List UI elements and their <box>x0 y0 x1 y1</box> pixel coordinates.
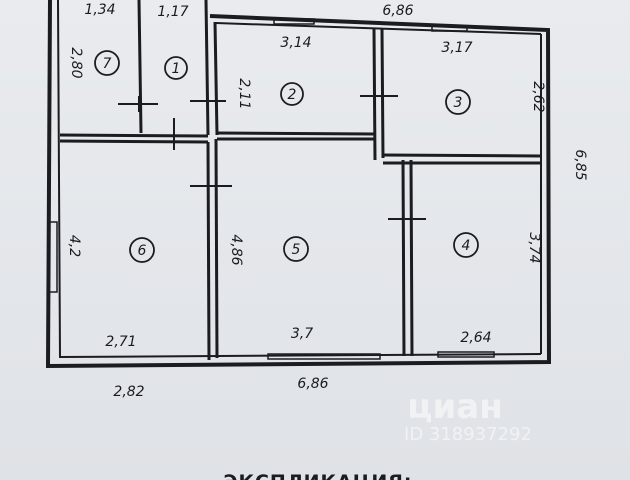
wall-room6-room5-a <box>206 141 211 361</box>
dim-room7-width: 1,34 <box>84 2 115 18</box>
wall-room6-room5-b <box>214 138 219 359</box>
window-room2 <box>273 18 315 25</box>
window-room4 <box>437 351 495 358</box>
wall-room6-top <box>59 139 209 144</box>
dim-room7-height: 2,80 <box>68 47 84 78</box>
dim-room5-width: 3,7 <box>291 326 313 342</box>
wall-room1-room2-left <box>204 0 210 136</box>
window-room6 <box>48 221 58 293</box>
wall-room5-room4-b <box>409 159 414 357</box>
door-marks <box>118 95 426 220</box>
dim-room3-height: 2,62 <box>530 81 546 112</box>
room-7-marker: 7 <box>94 50 120 76</box>
outer-wall-main <box>45 0 552 369</box>
dim-room4-height: 3,74 <box>526 232 542 263</box>
dimension-labels: 6,86 1,34 1,17 3,14 3,17 2,80 2,11 2,62 … <box>66 2 588 400</box>
dim-room6-width: 2,71 <box>105 334 136 350</box>
dim-room1-width: 1,17 <box>157 4 188 20</box>
room-3-label: 3 <box>454 95 463 111</box>
wall-room1-room2-right <box>213 21 219 136</box>
dim-room2-height: 2,11 <box>236 78 252 109</box>
wall-room2-room3-b <box>380 28 385 159</box>
room-1-marker: 1 <box>164 56 188 80</box>
interior-walls <box>59 0 542 361</box>
room-2-marker: 2 <box>280 82 304 106</box>
room-3-marker: 3 <box>445 89 471 115</box>
dim-bottom-overall: 6,86 <box>297 376 328 392</box>
dim-top-overall: 6,86 <box>382 3 413 19</box>
outer-wall-left-inner <box>57 0 61 359</box>
dim-room3-width: 3,17 <box>441 40 472 56</box>
room-5-marker: 5 <box>283 236 309 262</box>
dim-right-side: 6,85 <box>572 149 588 180</box>
room-6-label: 6 <box>138 243 147 259</box>
dim-room5-height: 4,86 <box>228 234 244 265</box>
room-1-label: 1 <box>172 61 181 77</box>
outer-walls <box>45 0 552 369</box>
wall-room2-room3-a <box>372 28 377 161</box>
dim-room4-width: 2,64 <box>460 330 491 346</box>
wall-room5-room4-a <box>401 159 406 357</box>
watermark-brand: циан <box>407 387 502 427</box>
dim-room6-height: 4,2 <box>66 235 82 257</box>
room-4-marker: 4 <box>453 232 479 258</box>
room-7-label: 7 <box>103 56 112 72</box>
watermark-listing-id: ID 318937292 <box>404 424 532 445</box>
dim-room6-outer-width: 2,82 <box>113 384 144 400</box>
wall-room7-room1 <box>137 0 143 134</box>
wall-room7-bottom <box>59 133 209 138</box>
wall-room3-bottom <box>382 153 542 158</box>
explication-caption: ЭКСПЛИКАЦИЯ: <box>224 471 413 480</box>
window-room5 <box>267 353 381 360</box>
windows <box>48 18 495 360</box>
outer-wall-top-inner <box>215 22 542 35</box>
room-6-marker: 6 <box>129 237 155 263</box>
outer-wall-bottom-inner <box>59 353 542 358</box>
room-4-label: 4 <box>462 238 471 254</box>
window-room3 <box>431 25 468 32</box>
room-5-label: 5 <box>292 242 301 258</box>
watermark: циан ID 318937292 <box>404 387 532 445</box>
room-2-label: 2 <box>288 87 297 103</box>
dim-room2-width: 3,14 <box>280 35 311 51</box>
wall-room2-bottom <box>216 131 375 136</box>
room-markers: 7 1 2 3 6 5 4 <box>94 50 479 263</box>
